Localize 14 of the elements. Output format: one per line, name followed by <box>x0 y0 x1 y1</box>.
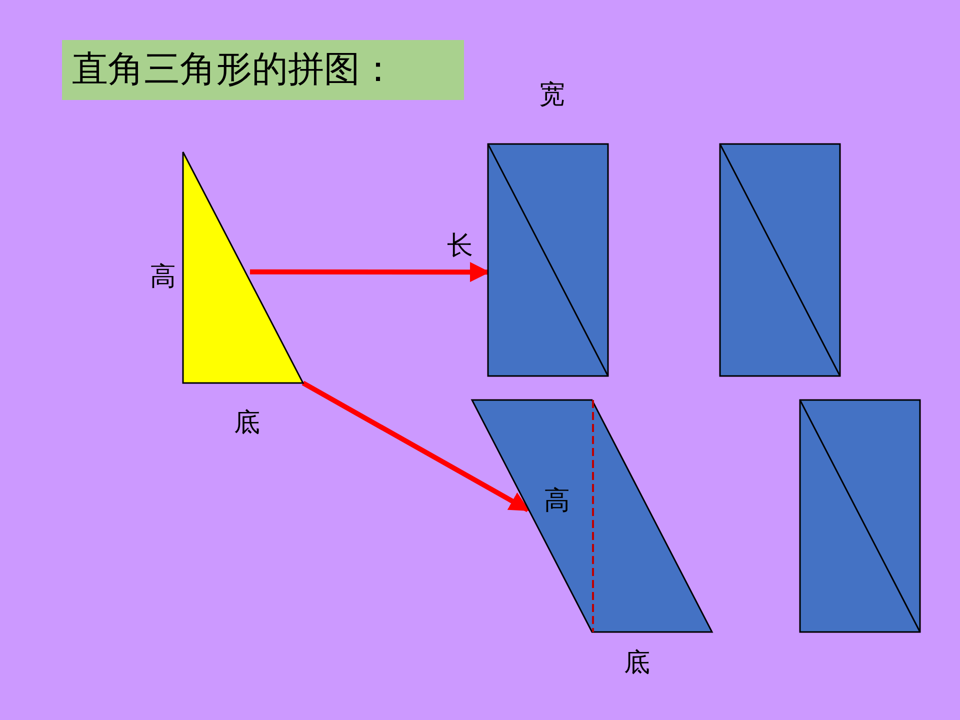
side-label: 底 <box>234 408 260 440</box>
side-label: 高 <box>544 486 570 518</box>
side-label: 底 <box>624 648 650 680</box>
title: 直角三角形的拼图： <box>62 40 464 100</box>
rectangle <box>800 400 920 632</box>
rectangle <box>488 144 608 376</box>
side-label: 宽 <box>539 80 565 112</box>
side-label: 长 <box>447 231 473 262</box>
side-label: 高 <box>150 262 176 294</box>
parallelogram <box>472 400 712 632</box>
rectangle <box>720 144 840 376</box>
arrow <box>302 380 530 512</box>
right-triangle <box>183 152 303 383</box>
arrow <box>250 262 490 282</box>
